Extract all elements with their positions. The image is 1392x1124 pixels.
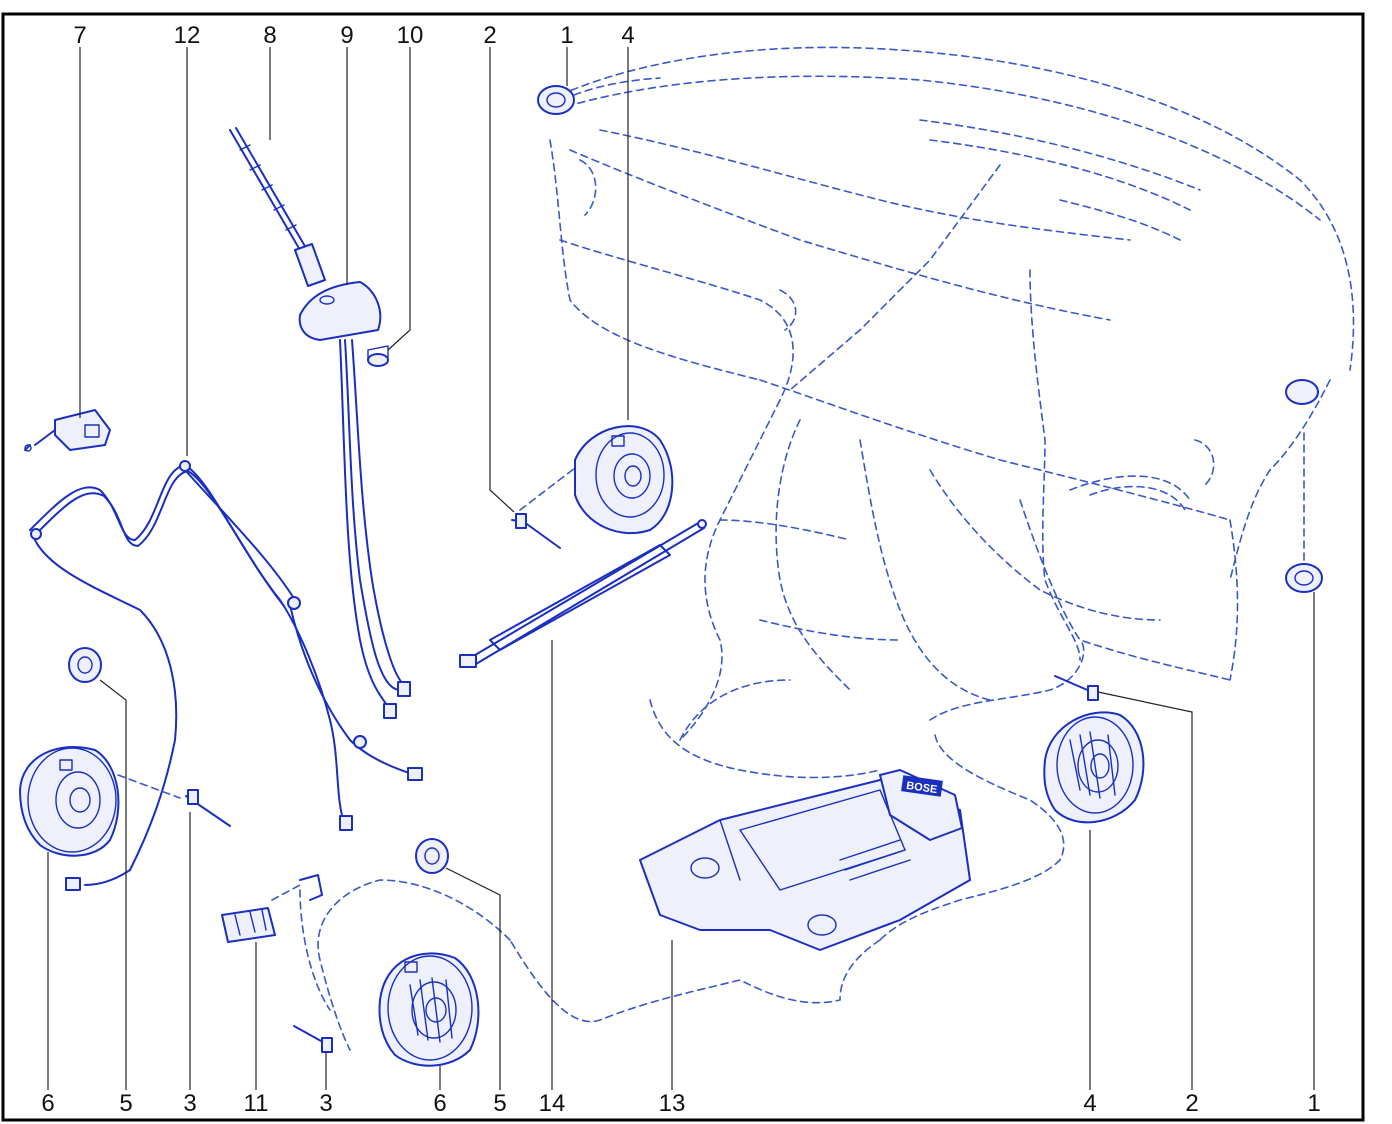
callout-13: 13 [658,1090,686,1117]
amplifier-brand-label: BOSE [905,780,938,796]
callout-8: 8 [263,22,277,49]
callout-12: 12 [173,22,201,49]
clip-icon [221,874,323,943]
callout-2-bottom: 2 [1185,1090,1199,1117]
rivet-icon [293,1025,333,1053]
floor-cable-route [299,639,1085,1051]
callout-1-top: 1 [560,22,574,49]
wiring-harness-icon [29,460,423,891]
speaker-icon [519,425,674,535]
callout-3-mid: 3 [319,1090,333,1117]
cable-icon [459,519,707,668]
leader-lines [47,47,1315,1090]
speaker-icon [1043,711,1145,824]
callout-9: 9 [340,22,354,49]
dashboard-outline [549,46,1355,779]
callout-2-top: 2 [483,22,497,49]
callout-6-mid: 6 [433,1090,447,1117]
frame-border [1,12,1365,1122]
callout-5-left: 5 [119,1090,133,1117]
amplifier-icon: BOSE [639,769,971,951]
rivet-icon [511,513,561,549]
tweeter-icon [537,77,661,115]
speaker-icon [19,745,181,857]
callout-4-bottom: 4 [1083,1090,1097,1117]
tweeter-icon [415,838,449,874]
callout-5-mid: 5 [493,1090,507,1117]
callout-6-left: 6 [41,1090,55,1117]
antenna-base-icon [298,281,411,719]
callout-1-bottom: 1 [1307,1090,1321,1117]
callout-10: 10 [396,22,424,49]
callout-14: 14 [538,1090,566,1117]
grommet-icon [367,345,389,367]
connector-module-icon [24,409,111,452]
rivet-icon [1054,675,1099,701]
rivet-icon [185,789,231,827]
callout-11: 11 [243,1090,269,1117]
speaker-icon [378,952,480,1067]
tweeter-icon [68,647,102,683]
callout-4-top: 4 [621,22,635,49]
tweeter-icon [1285,379,1323,593]
callout-7: 7 [73,22,87,49]
callout-3-left: 3 [183,1090,197,1117]
antenna-mast-icon [229,127,326,287]
